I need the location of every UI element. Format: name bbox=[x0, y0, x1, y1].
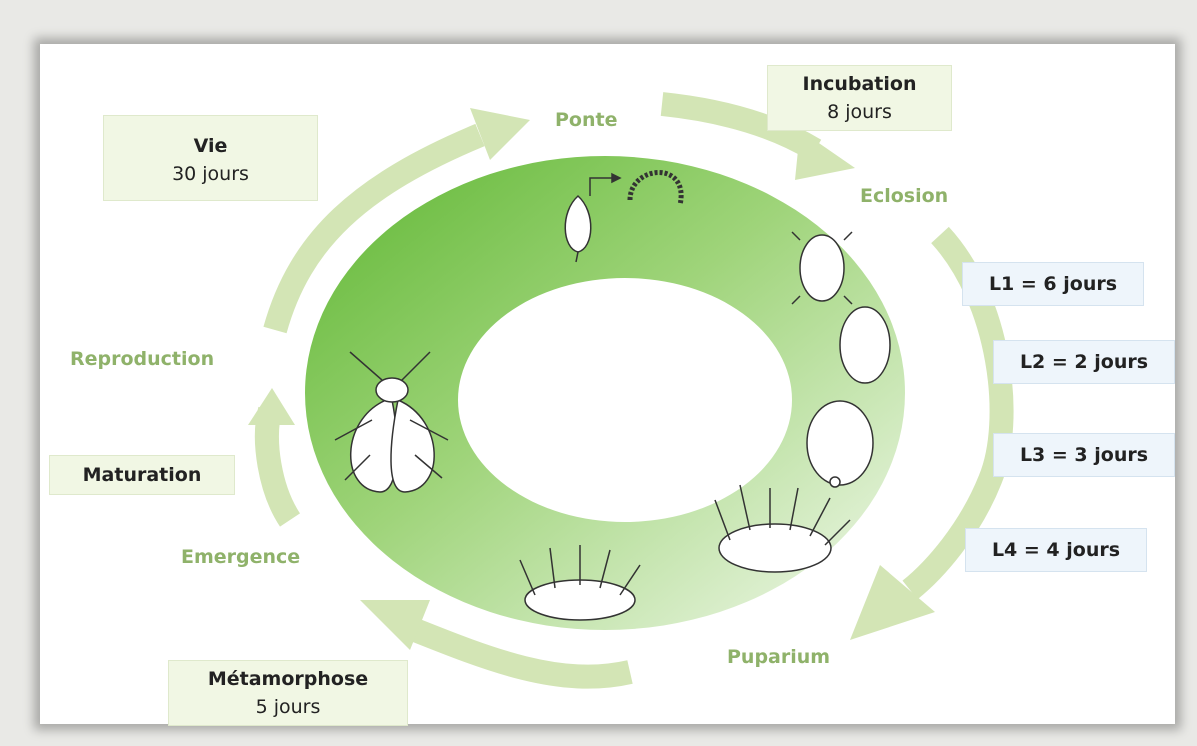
stage-ponte: Ponte bbox=[555, 109, 617, 131]
stage-reproduction: Reproduction bbox=[70, 348, 214, 370]
incubation-title: Incubation bbox=[768, 70, 951, 98]
vie-title: Vie bbox=[104, 132, 317, 160]
metamorphose-title: Métamorphose bbox=[169, 665, 407, 693]
metamorphose-duration: 5 jours bbox=[169, 693, 407, 721]
arrowhead-eclosion bbox=[795, 130, 855, 180]
maturation-title: Maturation bbox=[50, 456, 234, 494]
vie-duration: 30 jours bbox=[104, 160, 317, 188]
arrowhead-reproduction bbox=[248, 388, 295, 425]
larva-l3 bbox=[807, 401, 873, 487]
stage-emergence: Emergence bbox=[181, 546, 300, 568]
l1-box: L1 = 6 jours bbox=[962, 262, 1144, 306]
stage-puparium: Puparium bbox=[727, 646, 830, 668]
incubation-duration: 8 jours bbox=[768, 98, 951, 126]
vie-box: Vie 30 jours bbox=[103, 115, 318, 201]
incubation-box: Incubation 8 jours bbox=[767, 65, 952, 131]
l2-box: L2 = 2 jours bbox=[993, 340, 1175, 384]
arrow-puparium-emergence bbox=[410, 628, 630, 677]
l4-box: L4 = 4 jours bbox=[965, 528, 1147, 572]
stage-eclosion: Eclosion bbox=[860, 185, 948, 207]
l3-box: L3 = 3 jours bbox=[993, 433, 1175, 477]
larva-l2 bbox=[840, 307, 890, 383]
arrow-emergence-reproduction bbox=[267, 410, 290, 520]
maturation-box: Maturation bbox=[49, 455, 235, 495]
metamorphose-box: Métamorphose 5 jours bbox=[168, 660, 408, 726]
